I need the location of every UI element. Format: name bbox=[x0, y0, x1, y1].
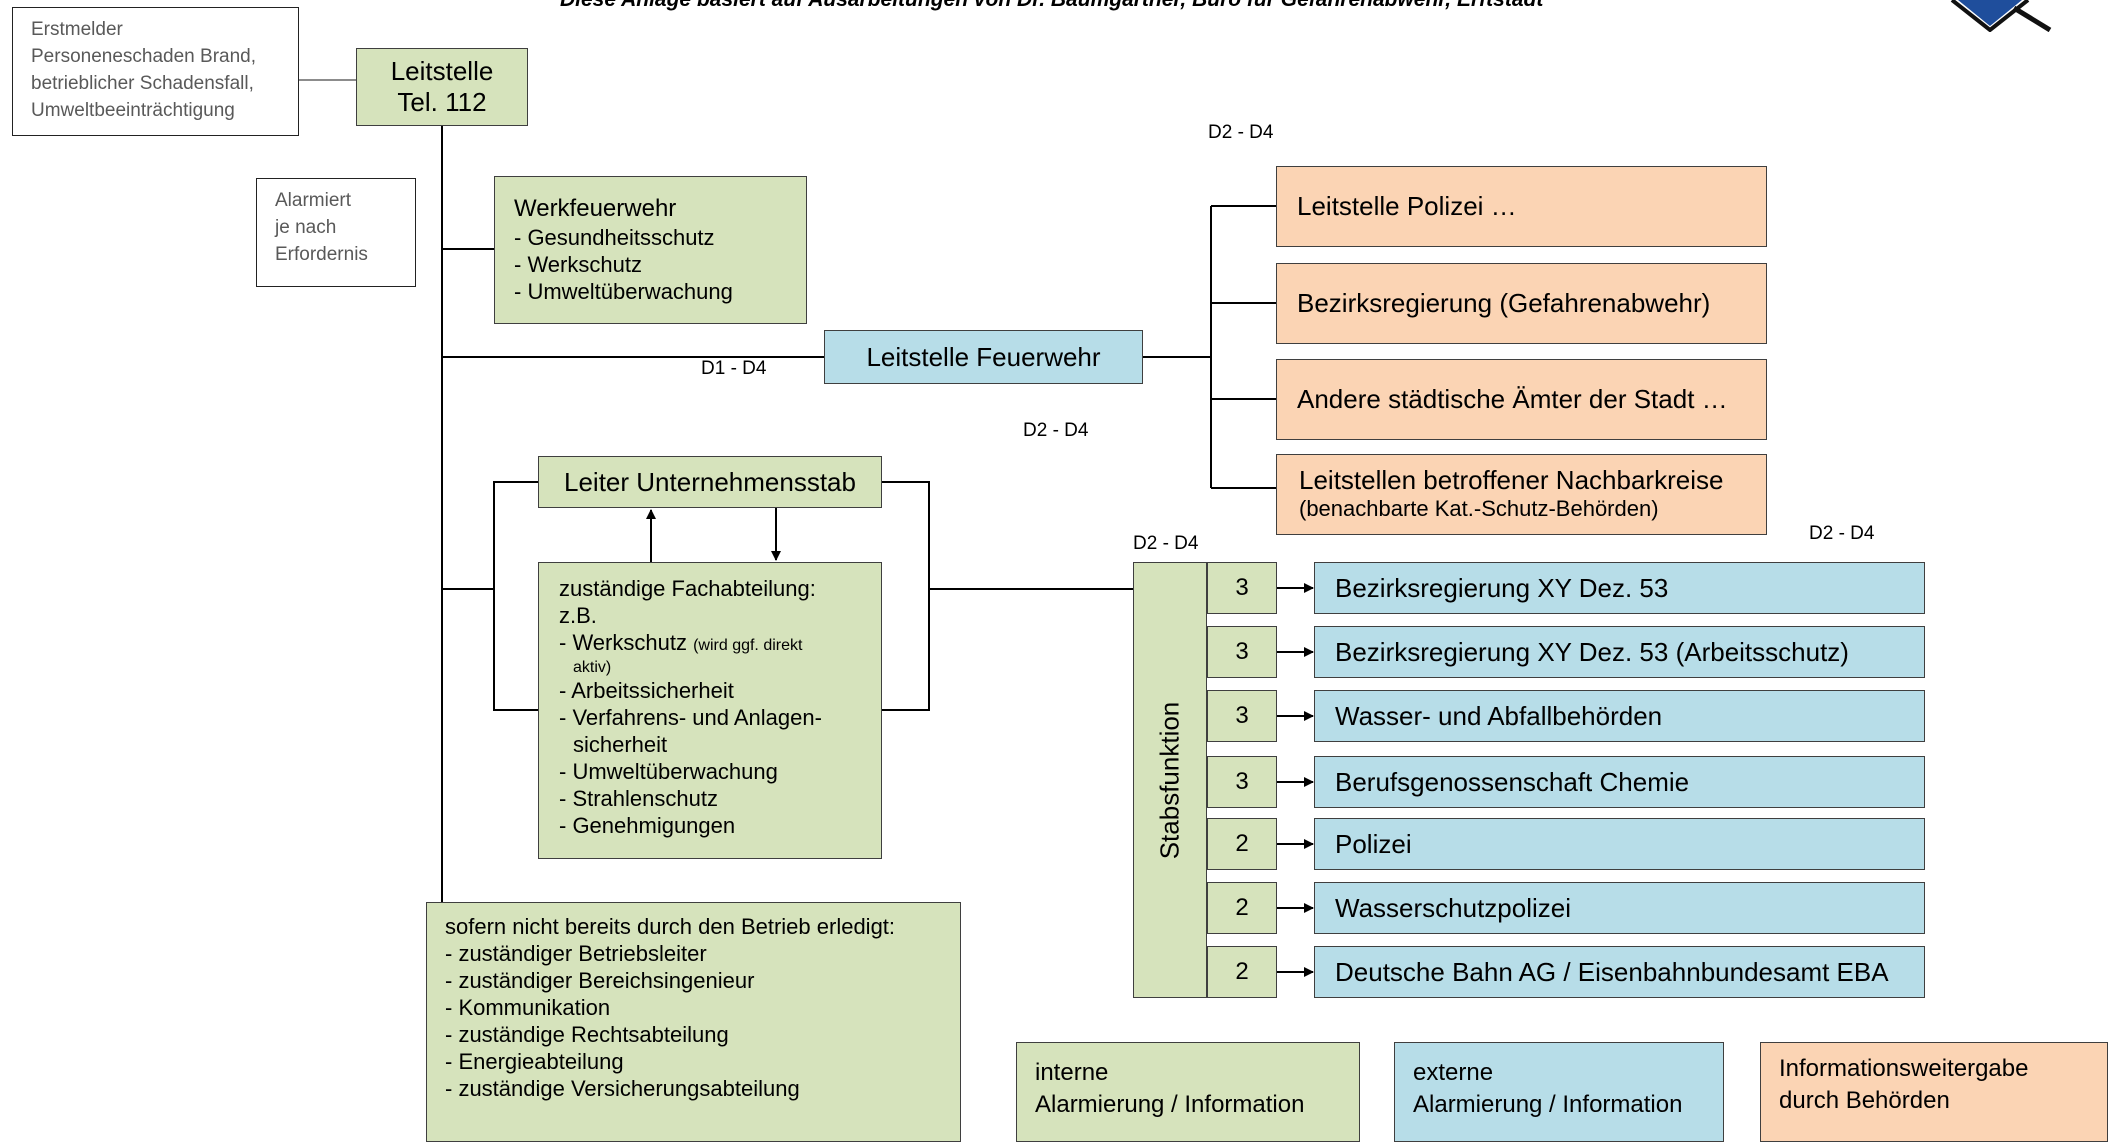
priority-number: 2 bbox=[1207, 818, 1277, 870]
list-item: - Werkschutz (wird ggf. direkt bbox=[559, 629, 881, 659]
werkfeuerwehr-title: Werkfeuerwehr bbox=[514, 195, 677, 222]
extern-label: Bezirksregierung XY Dez. 53 bbox=[1335, 572, 1669, 603]
werkschutz-label: - Werkschutz bbox=[559, 630, 687, 655]
erstmelder-line: Umweltbeeinträchtigung bbox=[31, 100, 235, 121]
behoerde-label: Andere städtische Ämter der Stadt … bbox=[1297, 384, 1728, 414]
legend-extern: externe Alarmierung / Information bbox=[1394, 1042, 1724, 1142]
erstmelder-line: Erstmelder bbox=[31, 19, 123, 40]
list-item: - Energieabteilung bbox=[445, 1049, 624, 1074]
behoerde-label: Bezirksregierung (Gefahrenabwehr) bbox=[1297, 288, 1711, 318]
label-d2-d4-right: D2 - D4 bbox=[1809, 523, 1875, 544]
erstmelder-line: betrieblicher Schadensfall, bbox=[31, 73, 254, 94]
extern-box: Deutsche Bahn AG / Eisenbahnbundesamt EB… bbox=[1314, 946, 1925, 998]
list-item: sicherheit bbox=[573, 732, 668, 757]
fachabteilung-list: zuständige Fachabteilung: z.B. - Werksch… bbox=[559, 575, 881, 839]
behoerde-sublabel: (benachbarte Kat.-Schutz-Behörden) bbox=[1299, 496, 1659, 521]
list-item: - zuständige Versicherungsabteilung bbox=[445, 1076, 800, 1101]
leiter-unternehmensstab-box: Leiter Unternehmensstab bbox=[538, 456, 882, 508]
leitstelle-112-box: Leitstelle Tel. 112 bbox=[356, 48, 528, 126]
legend-line: Informationsweitergabe bbox=[1779, 1055, 2029, 1082]
legend-line: durch Behörden bbox=[1779, 1087, 1950, 1114]
behoerde-box: Bezirksregierung (Gefahrenabwehr) bbox=[1276, 263, 1767, 344]
extern-box: Bezirksregierung XY Dez. 53 bbox=[1314, 562, 1925, 614]
fachabteilung-eg: z.B. bbox=[559, 603, 597, 628]
list-item: - Umweltüberwachung bbox=[514, 279, 733, 304]
extern-label: Deutsche Bahn AG / Eisenbahnbundesamt EB… bbox=[1335, 956, 1889, 987]
leitstelle-line1: Leitstelle bbox=[390, 56, 494, 86]
list-item: - zuständige Rechtsabteilung bbox=[445, 1022, 729, 1047]
extern-label: Berufsgenossenschaft Chemie bbox=[1335, 766, 1690, 797]
list-item: - Umweltüberwachung bbox=[559, 759, 778, 784]
extern-box: Polizei bbox=[1314, 818, 1925, 870]
priority-number: 2 bbox=[1207, 882, 1277, 934]
list-item: - Arbeitssicherheit bbox=[559, 678, 734, 703]
label-d2-d4-stab: D2 - D4 bbox=[1133, 533, 1199, 554]
leitstelle-feuerwehr-box: Leitstelle Feuerwehr bbox=[824, 330, 1143, 384]
legend-line: interne bbox=[1035, 1059, 1109, 1086]
alarmiert-line: Erfordernis bbox=[275, 244, 368, 265]
priority-number: 3 bbox=[1207, 690, 1277, 742]
erstmelder-line: Personeneschaden Brand, bbox=[31, 46, 256, 67]
behoerde-box: Andere städtische Ämter der Stadt … bbox=[1276, 359, 1767, 440]
werkschutz-note: (wird ggf. direkt bbox=[693, 637, 803, 654]
leitstelle-line2: Tel. 112 bbox=[397, 87, 487, 117]
extern-label: Wasserschutzpolizei bbox=[1335, 892, 1572, 923]
extern-box: Wasser- und Abfallbehörden bbox=[1314, 690, 1925, 742]
extern-box: Berufsgenossenschaft Chemie bbox=[1314, 756, 1925, 808]
label-d2-d4-top: D2 - D4 bbox=[1208, 122, 1274, 143]
legend-line: Alarmierung / Information bbox=[1413, 1091, 1683, 1118]
fachabteilung-title: zuständige Fachabteilung: bbox=[559, 576, 816, 601]
priority-number: 2 bbox=[1207, 946, 1277, 998]
logo bbox=[1950, 0, 2052, 32]
behoerde-box: Leitstelle Polizei … bbox=[1276, 166, 1767, 247]
priority-number: 3 bbox=[1207, 562, 1277, 614]
legend-line: Alarmierung / Information bbox=[1035, 1091, 1305, 1118]
legend-intern: interne Alarmierung / Information bbox=[1016, 1042, 1360, 1142]
fachabteilung-box: zuständige Fachabteilung: z.B. - Werksch… bbox=[538, 562, 882, 859]
werkfeuerwehr-list: - Gesundheitsschutz - Werkschutz - Umwel… bbox=[514, 224, 806, 305]
priority-number: 3 bbox=[1207, 626, 1277, 678]
list-item: - Verfahrens- und Anlagen- bbox=[559, 705, 822, 730]
legend-line: externe bbox=[1413, 1059, 1494, 1086]
label-d1-d4: D1 - D4 bbox=[701, 358, 767, 379]
behoerde-box: Leitstellen betroffener Nachbarkreise (b… bbox=[1276, 454, 1767, 535]
extern-box: Bezirksregierung XY Dez. 53 (Arbeitsschu… bbox=[1314, 626, 1925, 678]
label-d2-d4-mid: D2 - D4 bbox=[1023, 420, 1089, 441]
list-item: - Gesundheitsschutz bbox=[514, 225, 715, 250]
extern-label: Bezirksregierung XY Dez. 53 (Arbeitsschu… bbox=[1335, 636, 1849, 667]
list-item: - Werkschutz bbox=[514, 252, 642, 277]
werkfeuerwehr-box: Werkfeuerwehr - Gesundheitsschutz - Werk… bbox=[494, 176, 807, 324]
extern-label: Wasser- und Abfallbehörden bbox=[1335, 700, 1663, 731]
list-item: - zuständiger Betriebsleiter bbox=[445, 941, 707, 966]
list-item: - Genehmigungen bbox=[559, 813, 736, 838]
list-item: - Kommunikation bbox=[445, 995, 611, 1020]
betrieb-title: sofern nicht bereits durch den Betrieb e… bbox=[445, 914, 896, 939]
extern-box: Wasserschutzpolizei bbox=[1314, 882, 1925, 934]
alarmiert-note: Alarmiert je nach Erfordernis bbox=[256, 178, 416, 287]
betrieb-list: sofern nicht bereits durch den Betrieb e… bbox=[445, 913, 960, 1102]
behoerde-label: Leitstellen betroffener Nachbarkreise bbox=[1299, 465, 1724, 495]
erstmelder-note: Erstmelder Personeneschaden Brand, betri… bbox=[12, 7, 299, 136]
stabsfunktion-box: Stabsfunktion bbox=[1133, 562, 1207, 998]
extern-label: Polizei bbox=[1335, 828, 1412, 859]
werkschutz-note: aktiv) bbox=[573, 659, 612, 676]
legend-behoerden: Informationsweitergabe durch Behörden bbox=[1760, 1042, 2108, 1142]
source-note: Diese Anlage basiert auf Ausarbeitungen … bbox=[560, 0, 1543, 12]
priority-number: 3 bbox=[1207, 756, 1277, 808]
betrieb-box: sofern nicht bereits durch den Betrieb e… bbox=[426, 902, 961, 1142]
list-item: - zuständiger Bereichsingenieur bbox=[445, 968, 755, 993]
behoerde-label: Leitstelle Polizei … bbox=[1297, 191, 1517, 221]
list-item: - Strahlenschutz bbox=[559, 786, 718, 811]
stabsfunktion-label: Stabsfunktion bbox=[1154, 701, 1185, 859]
alarmiert-line: Alarmiert bbox=[275, 190, 352, 211]
alarmiert-line: je nach bbox=[275, 217, 337, 238]
